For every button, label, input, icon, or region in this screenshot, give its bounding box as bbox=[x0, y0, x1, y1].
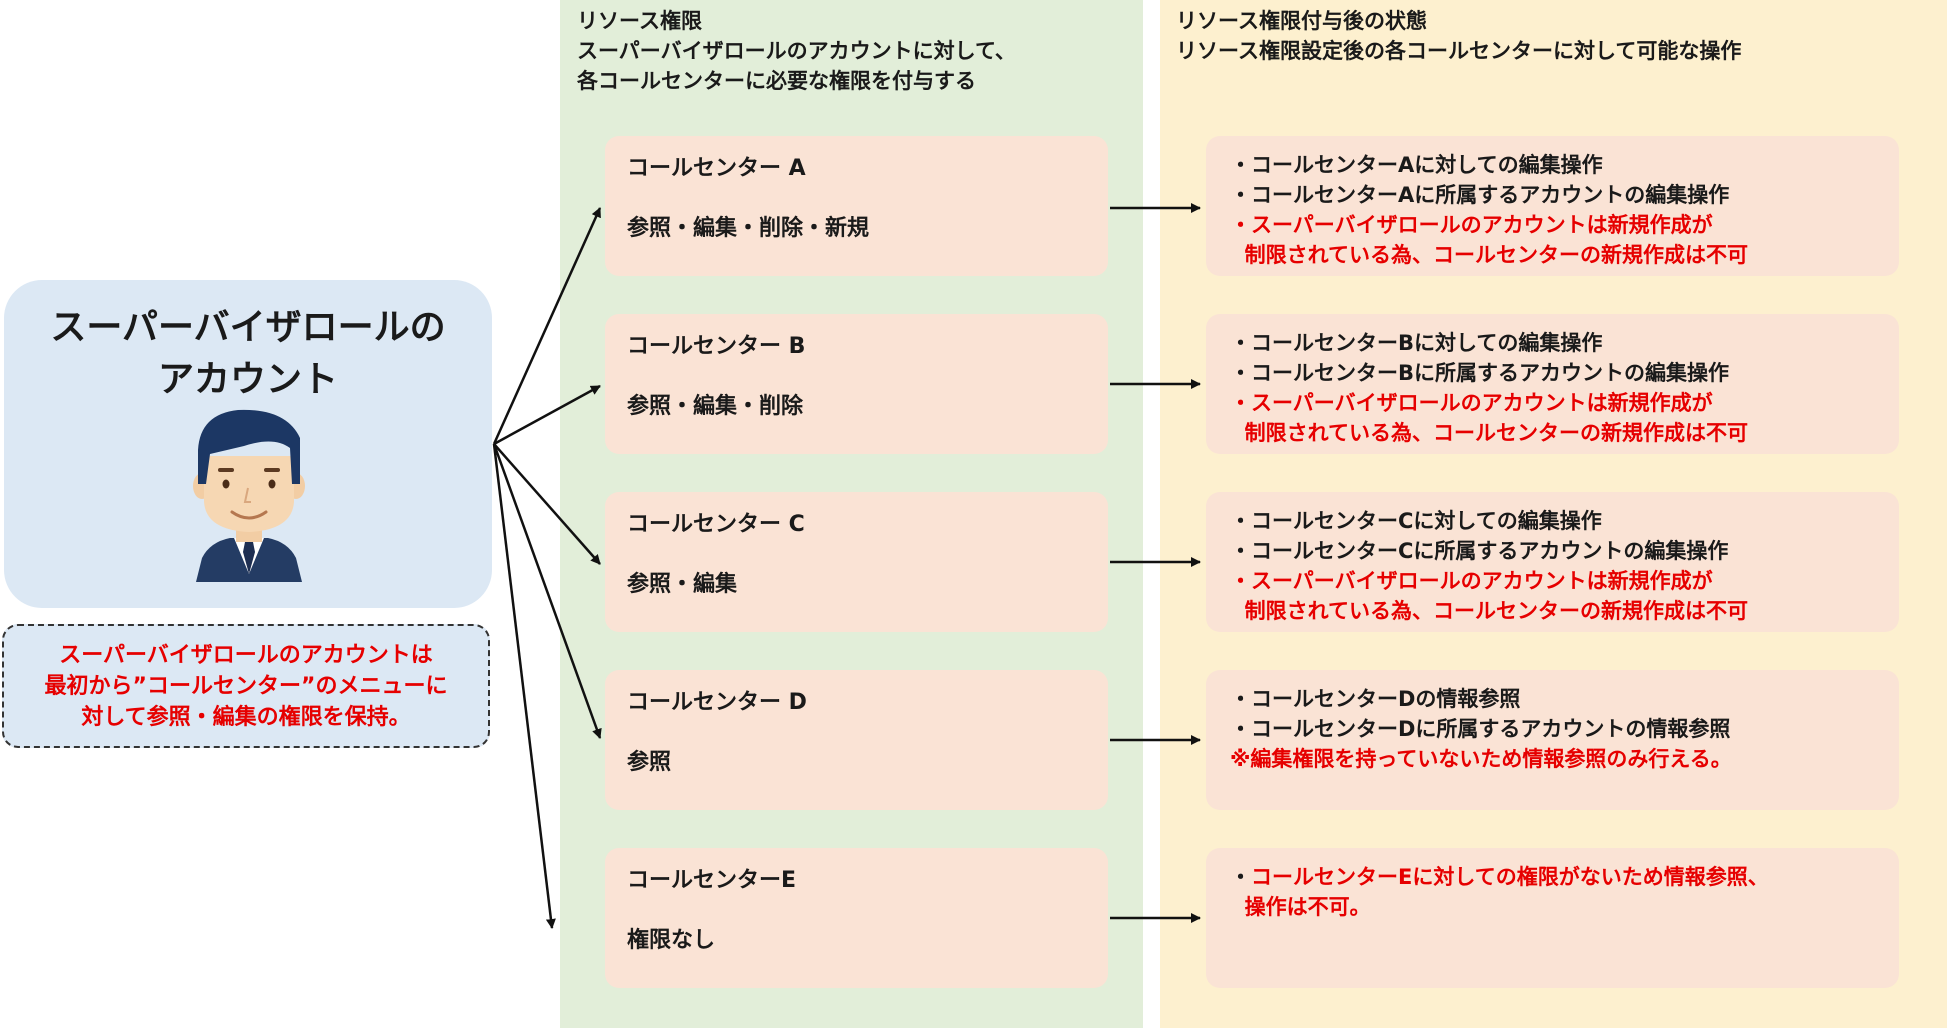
role-note-box: スーパーバイザロールのアカウントは 最初から”コールセンター”のメニューに 対し… bbox=[2, 624, 490, 748]
call-center-box-b: コールセンター B 参照・編集・削除 bbox=[605, 314, 1108, 454]
result-line-restriction: 制限されている為、コールセンターの新規作成は不可 bbox=[1230, 599, 1748, 623]
result-line: ・コールセンターBに所属するアカウントの編集操作 bbox=[1230, 361, 1730, 385]
call-center-box-a: コールセンター A 参照・編集・削除・新規 bbox=[605, 136, 1108, 276]
call-center-permissions: 参照 bbox=[627, 750, 672, 775]
result-line: ・コールセンターCに対しての編集操作 bbox=[1230, 509, 1602, 533]
role-note-text: スーパーバイザロールのアカウントは 最初から”コールセンター”のメニューに 対し… bbox=[44, 642, 448, 730]
call-center-permissions: 参照・編集・削除・新規 bbox=[627, 216, 870, 241]
result-line: ・コールセンターDの情報参照 bbox=[1230, 687, 1521, 711]
result-line-restriction: ・スーパーバイザロールのアカウントは新規作成が bbox=[1230, 213, 1713, 237]
call-center-box-d: コールセンター D 参照 bbox=[605, 670, 1108, 810]
arrow-to-call-center-e bbox=[492, 443, 556, 929]
result-line-restriction: ・スーパーバイザロールのアカウントは新規作成が bbox=[1230, 569, 1713, 593]
call-center-box-e: コールセンターE 権限なし bbox=[605, 848, 1108, 988]
resource-permission-header: リソース権限 スーパーバイザロールのアカウントに対して、 各コールセンターに必要… bbox=[577, 9, 1016, 93]
call-center-name: コールセンターE bbox=[627, 868, 797, 893]
call-center-permissions: 参照・編集・削除 bbox=[627, 394, 804, 419]
result-line-restriction: ・スーパーバイザロールのアカウントは新規作成が bbox=[1230, 391, 1713, 415]
call-center-name: コールセンター A bbox=[627, 156, 806, 181]
result-line-restriction: コールセンターEに対しての権限がないため情報参照、 bbox=[1251, 865, 1769, 889]
call-center-permissions: 権限なし bbox=[627, 928, 716, 953]
result-bullet: ・ bbox=[1230, 865, 1251, 889]
result-line: ・コールセンターDに所属するアカウントの情報参照 bbox=[1230, 717, 1731, 741]
result-line: ・コールセンターAに所属するアカウントの編集操作 bbox=[1230, 183, 1730, 207]
role-title: スーパーバイザロールの アカウント bbox=[50, 307, 446, 400]
result-box-a: ・コールセンターAに対しての編集操作 ・コールセンターAに所属するアカウントの編… bbox=[1206, 136, 1899, 276]
call-center-name: コールセンター D bbox=[627, 690, 807, 715]
call-center-name: コールセンター B bbox=[627, 334, 806, 359]
result-line-restriction: 制限されている為、コールセンターの新規作成は不可 bbox=[1230, 421, 1748, 445]
supervisor-role-card: スーパーバイザロールの アカウント bbox=[4, 280, 492, 608]
result-box-c: ・コールセンターCに対しての編集操作 ・コールセンターCに所属するアカウントの編… bbox=[1206, 492, 1899, 632]
result-line-note: ※編集権限を持っていないため情報参照のみ行える。 bbox=[1230, 747, 1732, 771]
result-box-d: ・コールセンターDの情報参照 ・コールセンターDに所属するアカウントの情報参照 … bbox=[1206, 670, 1899, 810]
arrow-to-call-center-c bbox=[493, 443, 601, 565]
arrow-to-call-center-b bbox=[493, 384, 601, 446]
result-line: ・コールセンターCに所属するアカウントの編集操作 bbox=[1230, 539, 1729, 563]
after-state-header: リソース権限付与後の状態 リソース権限設定後の各コールセンターに対して可能な操作 bbox=[1176, 9, 1742, 63]
result-line-restriction: 操作は不可。 bbox=[1230, 895, 1371, 919]
arrow-to-call-center-a bbox=[492, 207, 602, 445]
result-line: ・コールセンターAに対しての編集操作 bbox=[1230, 153, 1603, 177]
businessman-avatar-icon bbox=[193, 409, 305, 582]
result-line: ・コールセンターBに対しての編集操作 bbox=[1230, 331, 1603, 355]
call-center-name: コールセンター C bbox=[627, 512, 805, 537]
result-box-b: ・コールセンターBに対しての編集操作 ・コールセンターBに所属するアカウントの編… bbox=[1206, 314, 1899, 454]
result-line-restriction: 制限されている為、コールセンターの新規作成は不可 bbox=[1230, 243, 1748, 267]
result-box-e: ・コールセンターEに対しての権限がないため情報参照、 操作は不可。 bbox=[1206, 848, 1899, 988]
arrow-to-call-center-d bbox=[492, 443, 602, 739]
call-center-box-c: コールセンター C 参照・編集 bbox=[605, 492, 1108, 632]
call-center-permissions: 参照・編集 bbox=[627, 572, 738, 597]
